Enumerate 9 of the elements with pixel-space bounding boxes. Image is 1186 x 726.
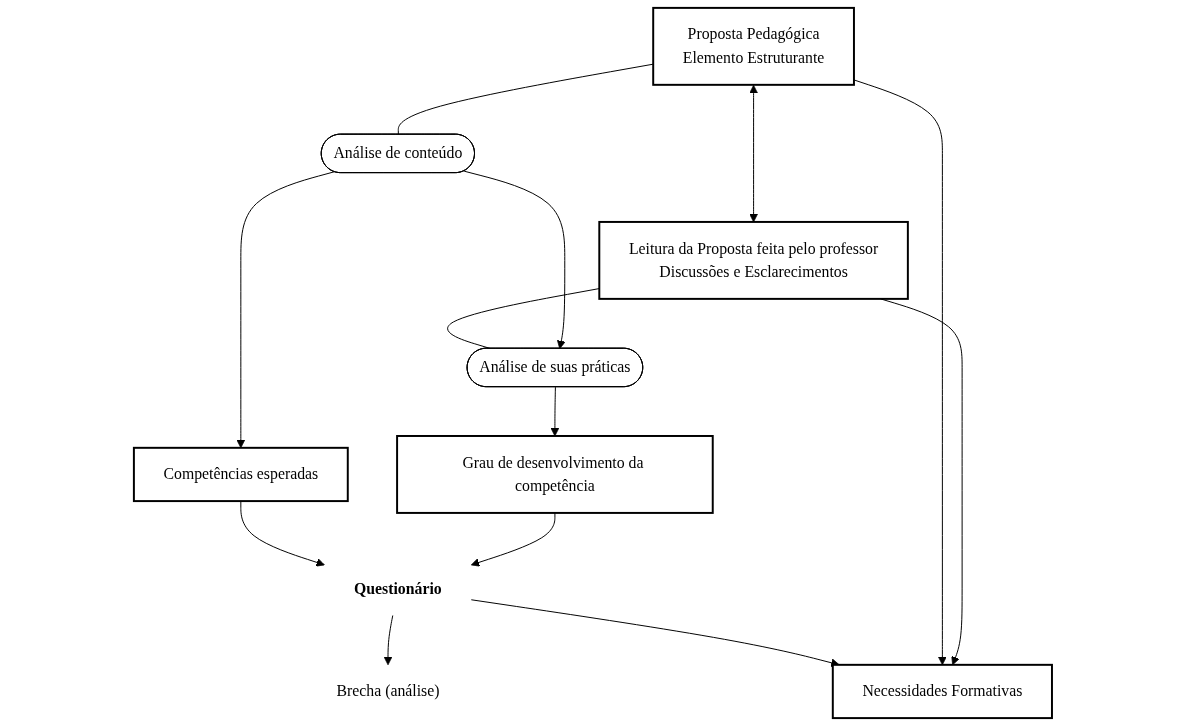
node-text: Questionário: [354, 580, 442, 597]
connector: [447, 288, 600, 350]
node-text: Brecha (análise): [336, 682, 440, 700]
node-box: Necessidades Formativas: [831, 663, 1053, 720]
node-box: Grau de desenvolvimento da competência: [396, 435, 714, 514]
node-box: Leitura da Proposta feita pelo professor Discussões e Esclarecimentos: [598, 220, 909, 300]
connector: [397, 63, 654, 136]
node-box: Proposta Pedagógica Elemento Estruturante: [652, 6, 855, 86]
node-box: Competências esperadas: [132, 446, 349, 503]
